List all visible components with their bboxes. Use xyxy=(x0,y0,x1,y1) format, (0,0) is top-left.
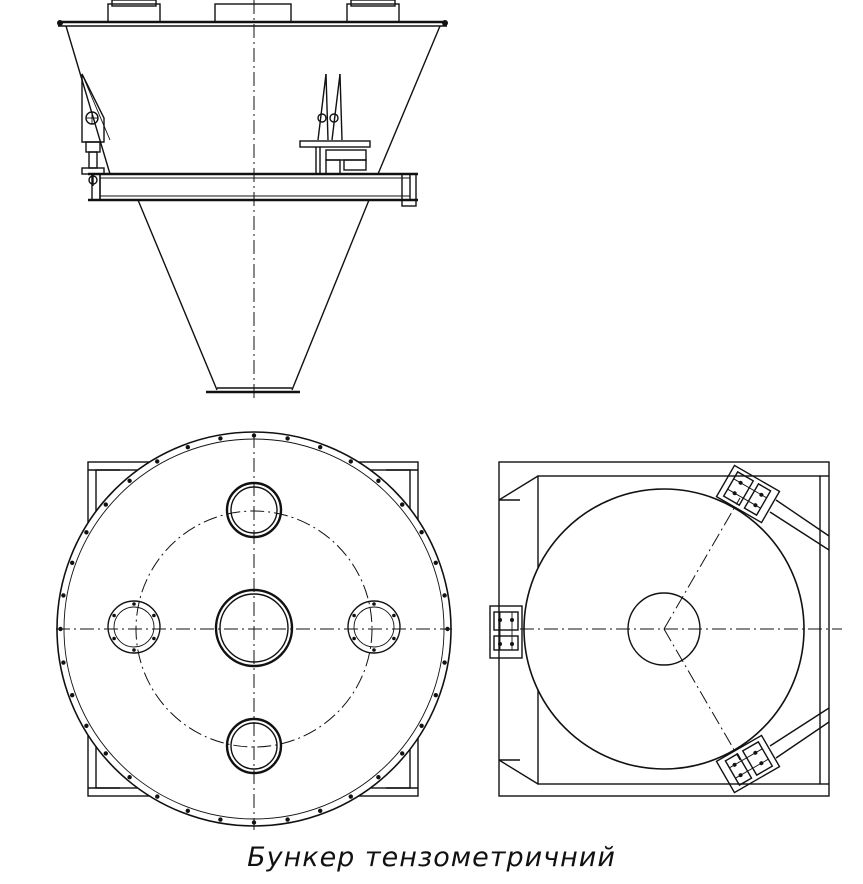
top-nozzle-right xyxy=(346,0,400,23)
nozzle-bolt-dot xyxy=(112,613,116,618)
bolt-dot xyxy=(70,560,75,565)
bolt-dot xyxy=(127,478,132,483)
bolt-dot xyxy=(61,593,66,598)
support-ring xyxy=(88,172,418,207)
bolt-dot xyxy=(103,502,109,507)
bolt-dot xyxy=(376,775,381,780)
nozzle-bolt-dot xyxy=(352,636,356,641)
bolt-dot xyxy=(318,445,323,450)
bolt-dot xyxy=(285,817,290,822)
bolt-dot xyxy=(318,808,323,813)
nozzle-bolts xyxy=(112,602,396,652)
bolt-dot xyxy=(218,436,223,441)
nozzle-bolt-dot xyxy=(372,648,376,652)
load-cell-top xyxy=(715,464,781,524)
nozzle-right xyxy=(347,600,401,654)
bolt-dot xyxy=(442,660,447,665)
bolt-dot xyxy=(419,723,424,728)
nozzle-left xyxy=(107,600,161,654)
nozzle-bolt-dot xyxy=(392,636,396,641)
bolt-dot xyxy=(433,560,438,565)
bolt-dot xyxy=(155,794,160,799)
load-cell-bracket-right xyxy=(299,73,371,175)
top-nozzle-center xyxy=(214,3,292,23)
nozzle-bolt-dot xyxy=(372,602,376,606)
bottom-view xyxy=(489,461,842,797)
drawing-caption: Бункер тензометричний xyxy=(247,842,616,873)
nozzle-bolt-dot xyxy=(152,613,156,618)
bolt-dot xyxy=(218,817,223,822)
bolt-dot xyxy=(127,775,132,780)
nozzle-bolt-dot xyxy=(132,648,136,652)
nozzle-bolt-dot xyxy=(152,636,156,641)
bolt-dot xyxy=(433,693,438,698)
nozzle-bolt-dot xyxy=(112,636,116,641)
nozzle-bolt-dot xyxy=(392,613,396,618)
bolt-dot xyxy=(84,530,89,535)
bolt-dot xyxy=(419,530,424,535)
bolt-dot xyxy=(155,459,160,464)
bolt-dot xyxy=(185,808,190,813)
load-cell-left xyxy=(489,605,523,659)
bolt-dot xyxy=(185,445,190,450)
load-cell-bracket-left xyxy=(81,73,111,186)
base-frame xyxy=(498,461,830,797)
bolt-dot xyxy=(84,723,89,728)
bolt-dot xyxy=(442,593,447,598)
load-cell-bottom xyxy=(715,734,781,794)
top-view xyxy=(56,431,452,830)
bolt-dot xyxy=(70,693,75,698)
elevation-view xyxy=(57,0,448,400)
bolt-dot xyxy=(400,502,405,507)
bolt-dot xyxy=(348,794,353,799)
bolt-dot xyxy=(61,660,66,665)
bolt-dot xyxy=(376,478,381,483)
bolt-dot xyxy=(103,751,109,756)
bolt-dot xyxy=(400,751,405,756)
bolt-dot xyxy=(348,459,353,464)
nozzle-bolt-dot xyxy=(352,613,356,618)
nozzle-bolt-dot xyxy=(132,602,136,606)
top-nozzle-left xyxy=(107,0,161,23)
bolt-dot xyxy=(285,436,290,441)
